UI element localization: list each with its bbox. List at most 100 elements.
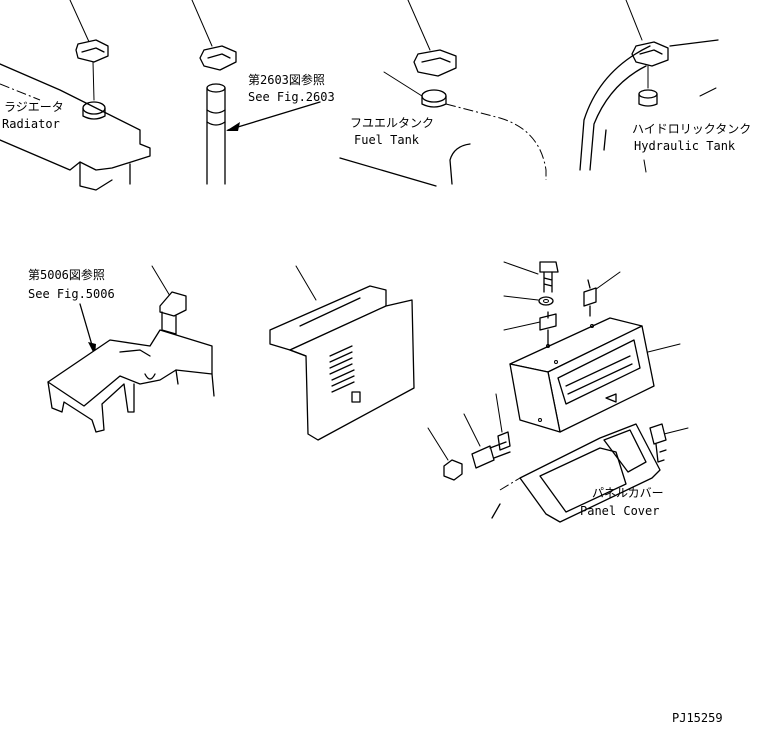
key-lock-body [649,423,667,445]
hydraulic-tank-outline [579,45,651,171]
leader-line [295,265,317,301]
key-lock-blade [655,443,667,463]
cover-box-window-inner [565,355,633,395]
fuel-tank-cap-group: フユエルタンク Fuel Tank [339,0,547,187]
hydraulic-filler-neck [638,89,658,99]
cap-ridge [81,47,105,53]
hidden-line [0,83,41,101]
hydraulic-neck-body [638,93,658,107]
leader-line [463,413,481,447]
panel-cover-assembly: パネルカバー Panel Cover [427,261,689,523]
washer [538,296,554,306]
bracket-cover-notch [144,373,156,380]
reference-arrow-line [227,101,321,131]
fig5006-en-label: See Fig.5006 [28,287,115,301]
hydraulic-tank-en-label: Hydraulic Tank [634,139,736,153]
fig2603-en-label: See Fig.2603 [248,90,335,104]
mount-hole [590,324,594,328]
hydraulic-tank-top [669,39,719,47]
hydraulic-cap [631,41,669,67]
fuel-cap [413,49,457,77]
leader-line [495,393,503,433]
mount-hole [554,360,558,364]
leader-line [591,271,621,293]
leader-line [503,295,539,301]
radiator-jp-label: ラジエータ [4,100,64,114]
cover-box-window [557,339,641,405]
pipe-band [206,109,226,126]
hydraulic-tank-jp-label: ハイドロリックタンク [632,122,751,136]
screw [497,431,511,451]
radiator-cap [75,39,109,63]
fig5006-jp-label: 第5006図参照 [28,267,105,282]
leader-line [503,321,541,331]
hydraulic-tank-inner [589,65,647,171]
cover-box-side [509,363,561,433]
fuel-tank-en-label: Fuel Tank [354,133,420,147]
panel-cover-jp-label: パネルカバー [592,486,664,500]
bracket-latch [159,291,187,317]
bracket-cover-group: 第5006図参照 See Fig.5006 [28,265,215,433]
bracket-cover-side [47,381,135,433]
leader-line [625,0,643,41]
panel-cover-opening-2 [603,429,647,473]
leader-line [69,0,91,45]
leader-line [699,87,717,97]
fuel-filler-neck [421,89,447,103]
leader-line [427,427,449,461]
clip-nut [539,313,557,331]
panel-face [289,299,415,441]
leader-line [643,159,647,173]
mount-hole [546,344,550,348]
radiator-cap-group: ラジエータ Radiator [0,0,151,191]
bracket-cover-edge [175,369,215,397]
bracket-cover-top [47,329,213,407]
louvred-panel-group [269,265,415,441]
leader-line [383,71,423,97]
leader-line [151,265,171,297]
leader-line [663,427,689,435]
bracket-cover-slot [119,349,151,357]
leader-line [503,261,539,275]
pipe-cap-group: 第2603図参照 See Fig.2603 [191,0,335,185]
radiator-base [79,161,113,191]
washer-hole [543,299,549,303]
pipe-body [206,87,226,185]
fig2603-jp-label: 第2603図参照 [248,72,325,87]
latch-post [161,311,177,335]
hydraulic-tank-edge [603,129,607,151]
radiator-en-label: Radiator [2,117,60,131]
arrow-head-icon [226,122,240,131]
bolt-head [539,261,559,273]
cap-nut [443,459,463,481]
drawing-number: PJ15259 [672,711,723,725]
fuel-tank-edge [339,157,437,187]
panel-edge [289,349,307,357]
bolt-shank-lower [489,441,511,459]
bracket-clip [583,287,597,307]
pipe-cap [199,45,237,71]
cap-ridge [207,53,231,59]
radiator-tank-body [0,63,151,171]
cap-ridge [639,49,663,55]
leader-line [191,0,213,47]
filler-neck-body [82,107,106,120]
cap-ridge [421,57,451,63]
lock-tab [605,393,617,403]
bolt-head-lower [471,445,495,469]
hidden-line [499,477,521,491]
fuel-tank-jp-label: フユエルタンク [350,116,434,130]
panel-cover-opening-1 [539,447,627,513]
fuel-tank-outline [445,103,547,180]
hydraulic-tank-cap-group: ハイドロリックタンク Hydraulic Tank [579,0,751,173]
louvres-upper [329,345,353,375]
fuel-neck-body [421,95,447,108]
panel-cover-en-label: Panel Cover [580,504,659,518]
frame-edge [491,503,501,519]
bolt-shank [543,271,553,293]
flange-crease [299,297,361,327]
pipe-top [206,83,226,93]
leader-line [92,61,95,101]
